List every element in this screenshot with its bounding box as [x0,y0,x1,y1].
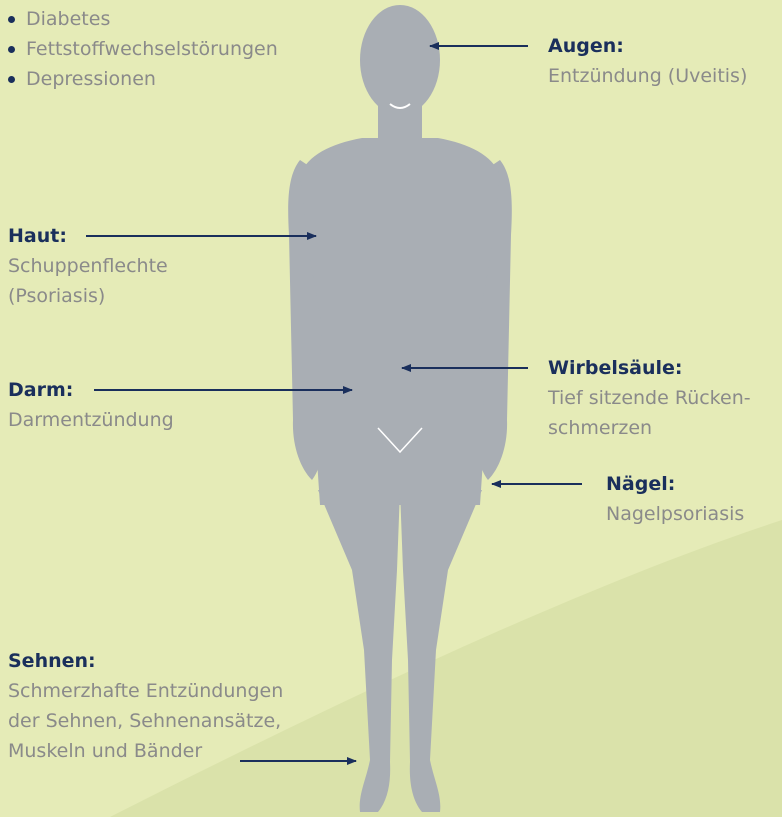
annotation-text: Nagelpsoriasis [606,499,744,529]
list-item-label: Fettstoffwechselstörungen [26,38,278,60]
annotation-text: Entzündung (Uveitis) [548,61,747,91]
list-item-label: Diabetes [26,8,110,30]
annotation-title: Sehnen: [8,646,283,676]
list-item: Depressionen [8,64,278,94]
annotation-augen: Augen: Entzündung (Uveitis) [548,31,747,91]
annotation-title: Darm: [8,375,174,405]
annotation-darm: Darm: Darmentzündung [8,375,174,435]
bullet-icon [8,46,15,53]
annotation-text: (Psoriasis) [8,281,168,311]
bullet-icon [8,16,15,23]
annotation-title: Wirbelsäule: [548,353,751,383]
annotation-text: Tief sitzende Rücken- [548,383,751,413]
annotation-naegel: Nägel: Nagelpsoriasis [606,469,744,529]
bullet-icon [8,76,15,83]
annotation-text: Schuppenflechte [8,251,168,281]
annotation-sehnen: Sehnen: Schmerzhafte Entzündungen der Se… [8,646,283,766]
list-item: Diabetes [8,4,278,34]
annotation-haut: Haut: Schuppenflechte (Psoriasis) [8,221,168,311]
list-item: Fettstoffwechselstörungen [8,34,278,64]
annotation-text: Muskeln und Bänder [8,736,283,766]
annotation-text: Schmerzhafte Entzündungen [8,676,283,706]
annotation-text: schmerzen [548,413,751,443]
annotation-title: Augen: [548,31,747,61]
annotation-wirbelsaeule: Wirbelsäule: Tief sitzende Rücken- schme… [548,353,751,443]
torso-shape [300,138,500,505]
annotation-text: der Sehnen, Sehnenansätze, [8,706,283,736]
conditions-list: Diabetes Fettstoffwechselstörungen Depre… [8,4,278,94]
annotation-title: Nägel: [606,469,744,499]
annotation-title: Haut: [8,221,168,251]
annotation-text: Darmentzündung [8,405,174,435]
list-item-label: Depressionen [26,68,156,90]
